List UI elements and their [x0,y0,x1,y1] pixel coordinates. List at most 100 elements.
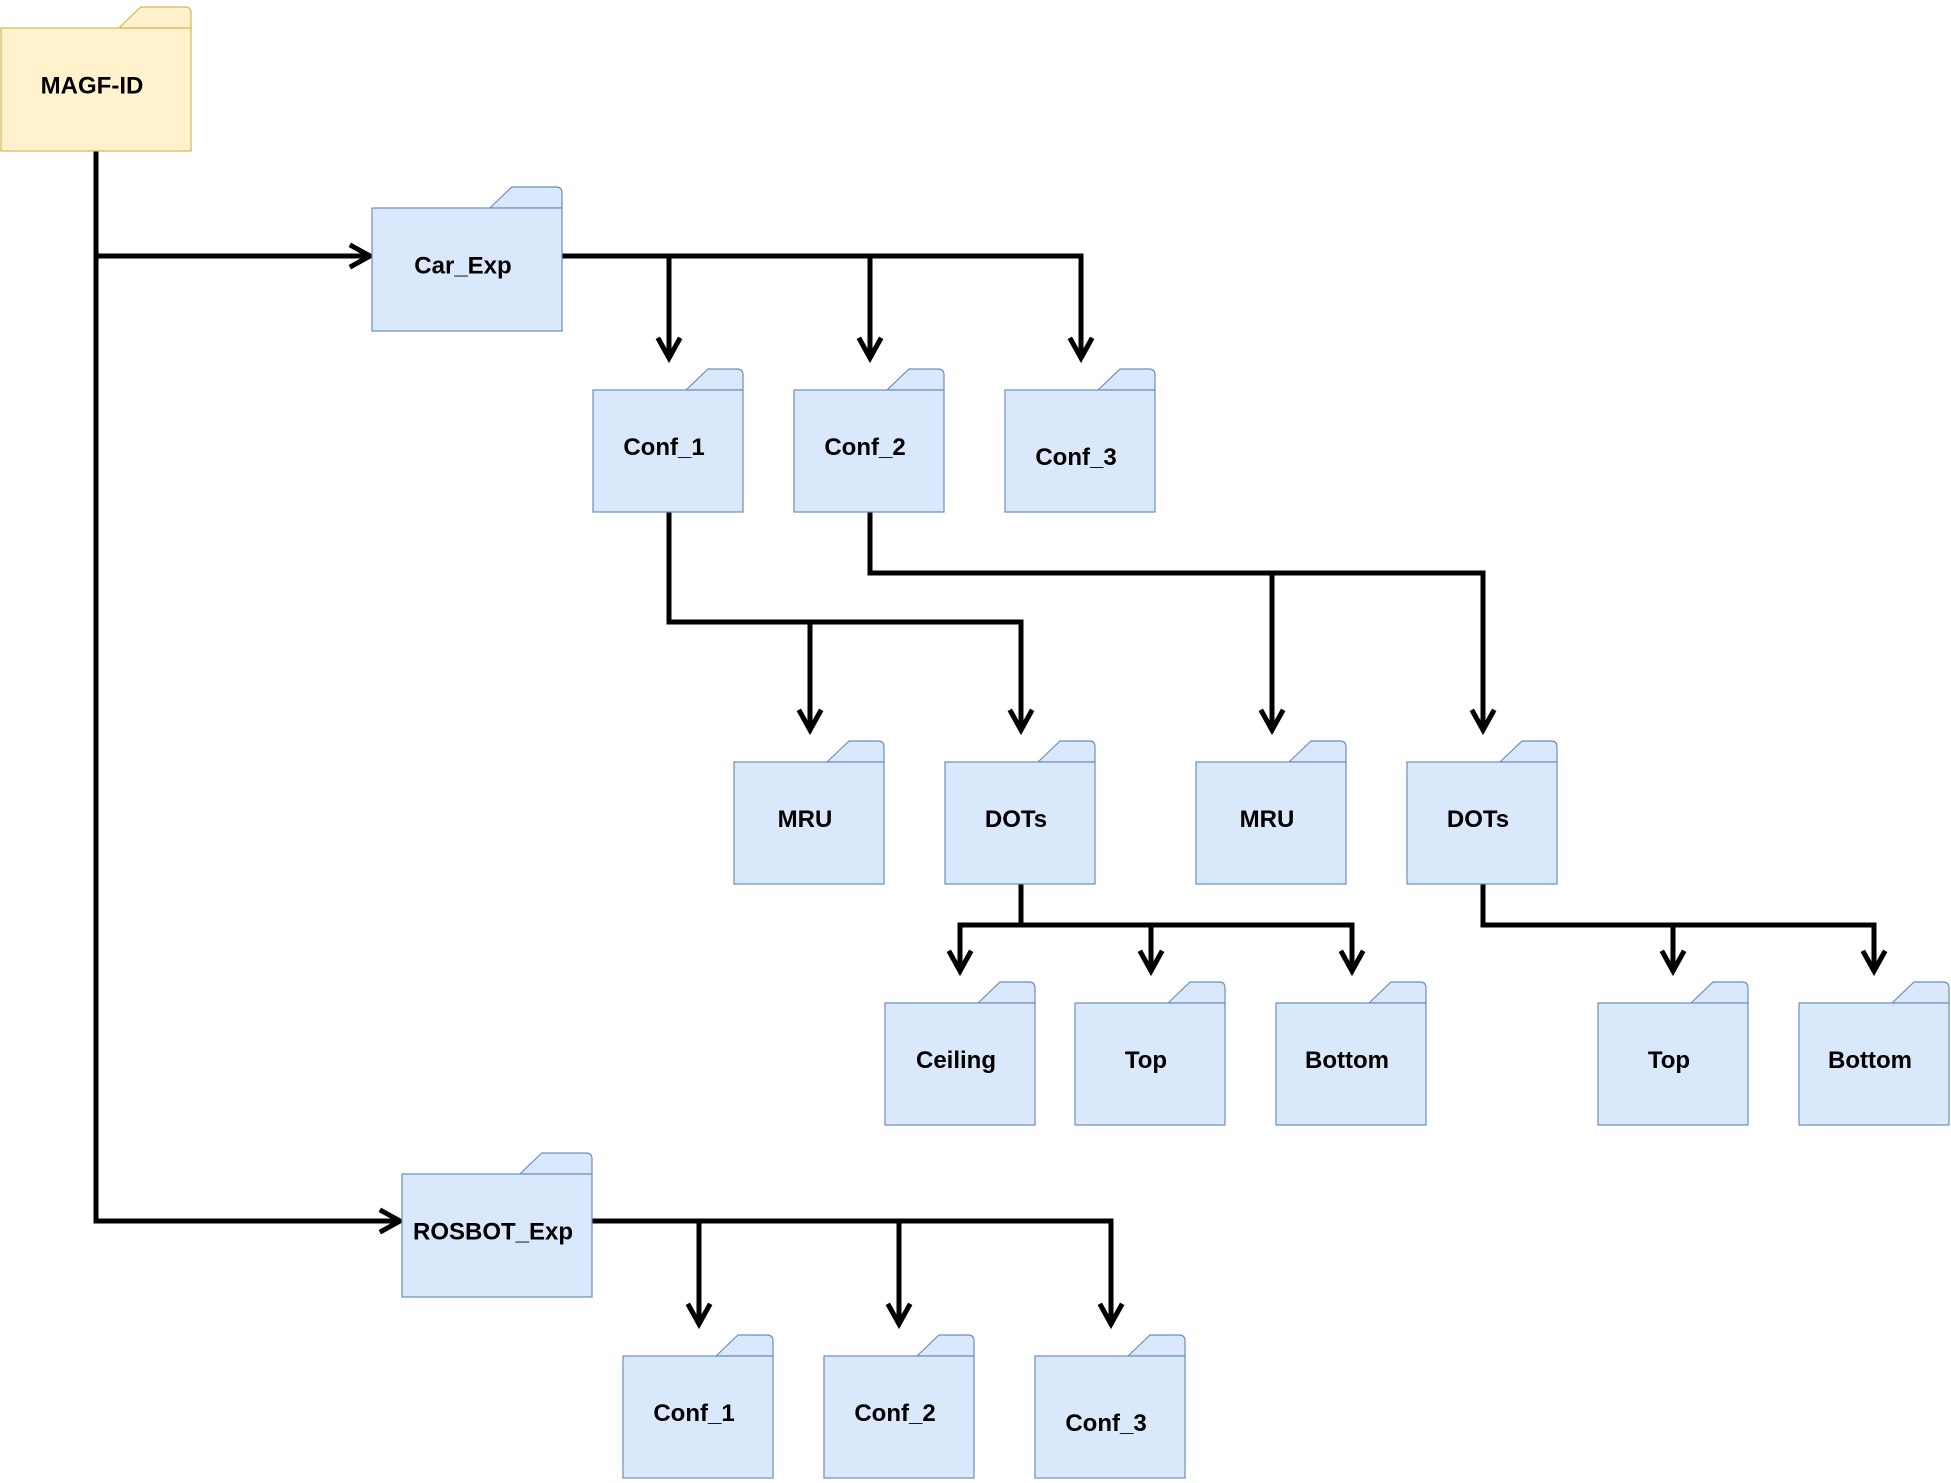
folder-icon [401,1173,593,1298]
arrowhead-icon [1860,949,1888,977]
folder-label: Bottom [1305,1047,1389,1074]
folder-label: DOTs [985,806,1047,833]
folder-tab-shape [714,1334,774,1357]
folder-tab-shape [885,368,945,391]
connector-line [592,1218,702,1322]
connector-car-exp-to-car-conf-2 [562,253,884,364]
folder-label: Conf_3 [1035,444,1116,471]
connector-line [93,151,398,1224]
folder-icon [1195,761,1347,885]
connector-car-conf-1-to-conf1-dots [666,512,1035,736]
connector-conf2-dots-to-conf2-dots-bottom [1480,884,1888,977]
connector-rosbot-exp-to-rosbot-conf-2 [592,1218,913,1330]
folder-label: Conf_2 [854,1400,935,1427]
folder-tab-shape [1126,1334,1186,1357]
folder-tab-shape [1498,740,1558,763]
folder-tab-shape [1367,981,1427,1004]
folder-tab-shape [825,740,885,763]
folder-tab-shape [915,1334,975,1357]
folder-icon [622,1355,774,1479]
connector-line [666,512,1024,728]
folder-tab-shape [1036,740,1096,763]
folder-label: MAGF-ID [41,72,144,99]
folder-car-conf-3[interactable]: Conf_3 [1004,368,1156,513]
folder-tab-shape [1287,740,1347,763]
folder-label: DOTs [1447,806,1509,833]
arrowhead-icon [1137,949,1165,977]
connector-line [93,151,368,259]
connector-line [592,1218,902,1322]
folder-tab-shape [976,981,1036,1004]
folder-icon [884,1002,1036,1126]
connector-line [562,253,1084,356]
connector-line [1480,884,1877,969]
folder-rosbot-exp[interactable]: ROSBOT_Exp [401,1152,593,1298]
folder-conf1-dots-bottom[interactable]: Bottom [1275,981,1427,1126]
folder-tab-shape [684,368,744,391]
connector-car-conf-2-to-conf2-dots [867,512,1497,736]
folder-label: Top [1648,1047,1690,1074]
folder-label: Conf_3 [1065,1410,1146,1437]
folder-conf1-dots-ceiling[interactable]: Ceiling [884,981,1036,1126]
folder-label: Top [1125,1047,1167,1074]
folder-icon [793,389,945,513]
folder-icon [1004,389,1156,513]
folder-conf2-dots-top[interactable]: Top [1597,981,1749,1126]
folder-icon [1074,1002,1226,1126]
folder-tab-shape [488,186,563,209]
folder-label: Conf_1 [623,434,704,461]
folder-rosbot-conf-3[interactable]: Conf_3 [1034,1334,1186,1479]
folder-conf1-dots[interactable]: DOTs [944,740,1096,885]
folder-label: MRU [778,806,833,833]
folder-tab-shape [117,6,192,29]
folder-magf-id[interactable]: MAGF-ID [0,6,192,152]
connector-rosbot-exp-to-rosbot-conf-1 [592,1218,713,1330]
folder-icon [733,761,885,885]
folder-car-exp[interactable]: Car_Exp [371,186,563,332]
arrowhead-icon [885,1302,913,1330]
arrowhead-icon [1469,708,1497,736]
folder-label: Conf_2 [824,434,905,461]
folder-label: Ceiling [916,1047,996,1074]
folder-icon [592,389,744,513]
folder-icon [1034,1355,1186,1479]
arrowhead-icon [946,949,974,977]
folder-icon [371,207,563,332]
folder-car-conf-1[interactable]: Conf_1 [592,368,744,513]
folder-label: Car_Exp [414,252,511,279]
folder-tab-shape [1166,981,1226,1004]
folder-conf1-dots-top[interactable]: Top [1074,981,1226,1126]
folder-icon [0,27,192,152]
folder-label: MRU [1240,806,1295,833]
arrowhead-icon [685,1302,713,1330]
folder-conf2-mru[interactable]: MRU [1195,740,1347,885]
connector-car-exp-to-car-conf-1 [562,253,683,364]
connector-line [592,1218,1114,1322]
connector-layer [93,151,1888,1330]
folder-car-conf-2[interactable]: Conf_2 [793,368,945,513]
arrowhead-icon [856,336,884,364]
folder-tab-shape [1689,981,1749,1004]
folder-label: Conf_1 [653,1400,734,1427]
arrowhead-icon [796,708,824,736]
folder-icon [1597,1002,1749,1126]
folder-rosbot-conf-1[interactable]: Conf_1 [622,1334,774,1479]
folder-icon [1406,761,1558,885]
folder-conf2-dots[interactable]: DOTs [1406,740,1558,885]
connector-line [867,512,1486,728]
arrowhead-icon [1659,949,1687,977]
arrowhead-icon [1097,1302,1125,1330]
folder-icon [1798,1002,1950,1126]
folder-conf2-dots-bottom[interactable]: Bottom [1798,981,1950,1126]
connector-rosbot-exp-to-rosbot-conf-3 [592,1218,1125,1330]
connector-magf-id-to-car-exp [93,151,376,270]
connector-line [1018,884,1355,969]
folder-icon [944,761,1096,885]
arrowhead-icon [1258,708,1286,736]
folder-conf1-mru[interactable]: MRU [733,740,885,885]
folder-rosbot-conf-2[interactable]: Conf_2 [823,1334,975,1479]
folder-icon [823,1355,975,1479]
connector-magf-id-to-rosbot-exp [93,151,406,1235]
